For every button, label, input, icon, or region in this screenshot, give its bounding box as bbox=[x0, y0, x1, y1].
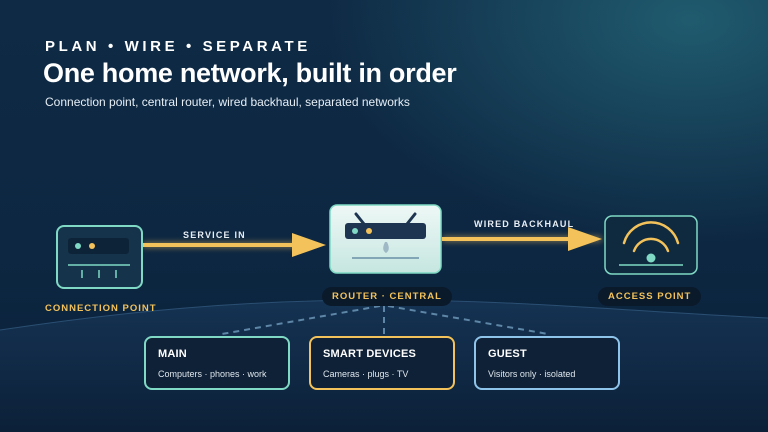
network-name-main: MAIN bbox=[158, 348, 187, 360]
status-led-gold bbox=[89, 243, 95, 249]
link-label-wired-backhaul: WIRED BACKHAUL bbox=[474, 219, 575, 229]
network-desc-main: Computers · phones · work bbox=[158, 369, 267, 379]
arrow-wired-backhaul bbox=[442, 227, 602, 251]
node-label-access-point: ACCESS POINT bbox=[598, 287, 702, 306]
connector-main bbox=[221, 305, 381, 335]
network-desc-guest: Visitors only · isolated bbox=[488, 369, 576, 379]
connector-guest bbox=[387, 305, 549, 335]
network-desc-smart-devices: Cameras · plugs · TV bbox=[323, 369, 409, 379]
network-card-main: MAIN Computers · phones · work bbox=[144, 336, 290, 390]
network-card-guest: GUEST Visitors only · isolated bbox=[474, 336, 620, 390]
antenna-left bbox=[354, 212, 366, 226]
ap-led bbox=[646, 253, 656, 263]
network-name-smart-devices: SMART DEVICES bbox=[323, 348, 417, 360]
node-label-connection-point: CONNECTION POINT bbox=[45, 303, 157, 314]
eyebrow-text: PLAN • WIRE • SEPARATE bbox=[45, 38, 311, 55]
network-card-smart-devices: SMART DEVICES Cameras · plugs · TV bbox=[309, 336, 455, 390]
access-point-device bbox=[604, 215, 698, 275]
dashed-connectors bbox=[221, 305, 549, 335]
node-label-router: ROUTER · CENTRAL bbox=[322, 287, 452, 306]
arrow-service-in bbox=[142, 233, 326, 257]
connection-point-device bbox=[56, 225, 143, 289]
router-device bbox=[329, 204, 442, 274]
page-subtitle: Connection point, central router, wired … bbox=[45, 95, 410, 109]
status-led-teal bbox=[75, 243, 81, 249]
antenna-right bbox=[405, 212, 417, 226]
link-label-service-in: SERVICE IN bbox=[183, 230, 246, 240]
page-title: One home network, built in order bbox=[43, 58, 457, 88]
network-name-guest: GUEST bbox=[488, 348, 527, 360]
